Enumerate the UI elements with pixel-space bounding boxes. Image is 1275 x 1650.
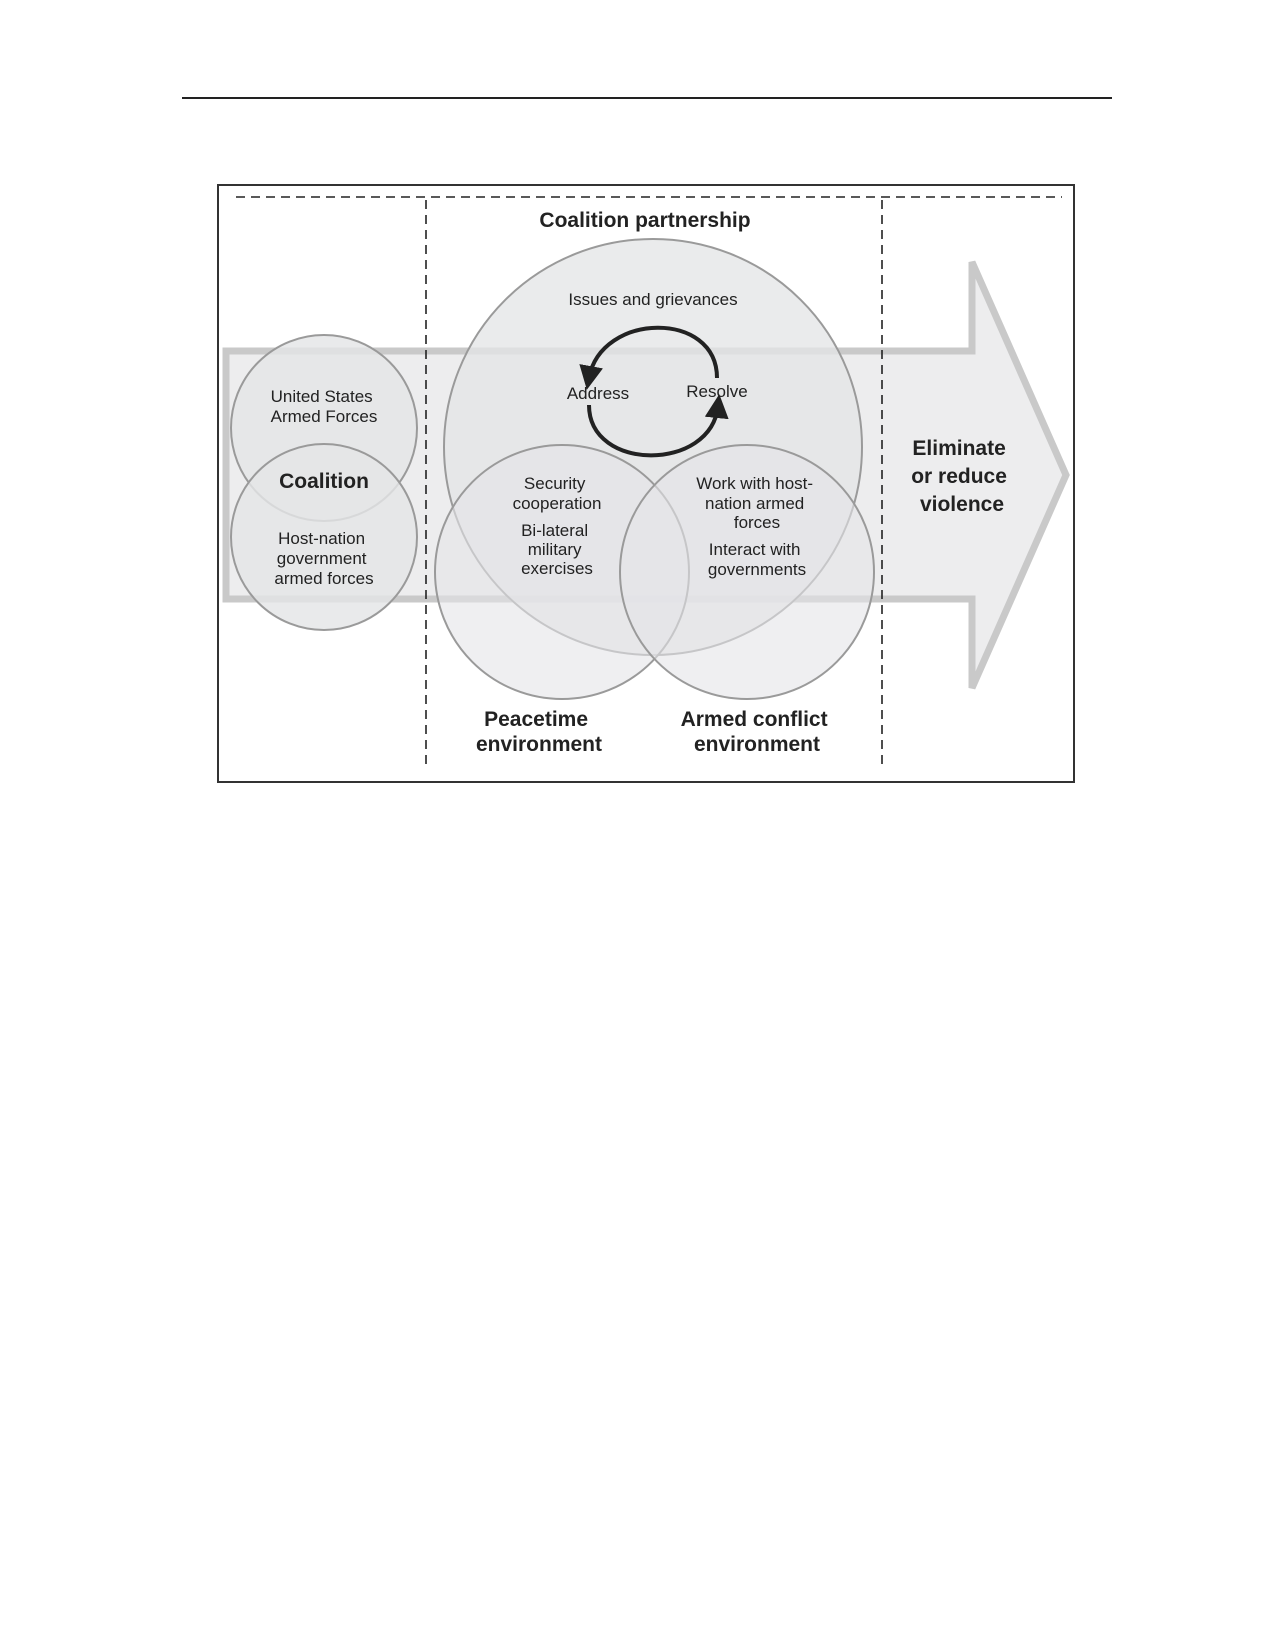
work-with-host-nation-label: Work with host- nation armed forces [696,474,818,532]
armed-conflict-caption: Armed conflict environment [681,708,834,756]
cycle-arrow-bottom [587,394,729,458]
host-nation-circle [230,443,418,631]
page-top-rule [182,97,1112,99]
cycle-resolve-label: Resolve [686,382,747,401]
us-forces-label: United States Armed Forces [271,387,378,426]
bilateral-exercises-label: Bi-lateral military exercises [521,521,593,578]
cycle-arrow-top [579,325,719,390]
outcome-label: Eliminate or reduce violence [911,437,1013,516]
cycle-address-label: Address [567,384,629,403]
coalition-label: Coalition [279,470,369,493]
peacetime-caption: Peacetime environment [476,708,602,756]
armed-conflict-circle [619,444,875,700]
diagram-header: Coalition partnership [539,209,750,232]
host-nation-label: Host-nation government armed forces [274,529,373,588]
security-cooperation-label: Security cooperation [513,474,602,513]
issues-grievances-label: Issues and grievances [568,290,737,309]
interact-governments-label: Interact with governments [708,540,806,579]
